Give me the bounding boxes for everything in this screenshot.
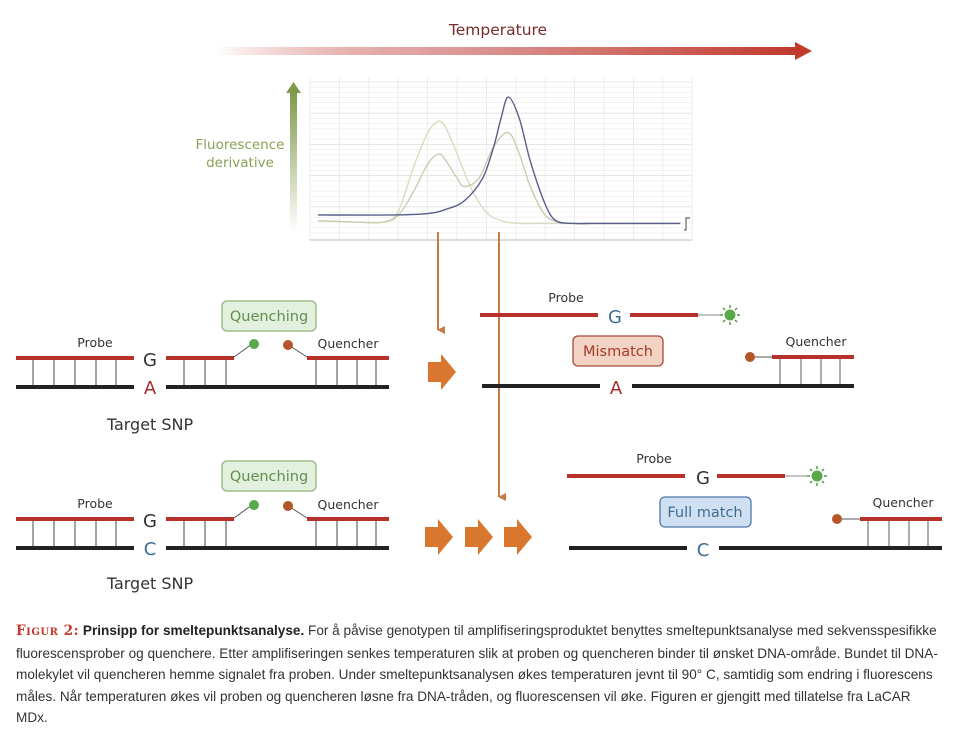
- mismatch-badge: [572, 335, 664, 367]
- quencher-strand: [772, 355, 854, 359]
- chart-end-step: [684, 217, 690, 231]
- quencher-strand: [307, 517, 389, 521]
- bottom-panel-melted: Probe G Full match Quencher C: [567, 451, 942, 561]
- probe-base: G: [143, 511, 157, 532]
- temperature-arrow: Temperature: [215, 21, 812, 60]
- target-strand-right: [166, 546, 389, 550]
- figure-caption: Figur 2: Prinsipp for smeltepunktsanalys…: [16, 620, 946, 729]
- quenching-label: Quenching: [230, 309, 308, 325]
- quencher-dot: [283, 340, 293, 350]
- base-pair-rungs: [32, 521, 377, 546]
- probe-label: Probe: [77, 335, 113, 350]
- transition-arrow-2: [465, 519, 493, 555]
- quencher-linker: [289, 345, 308, 358]
- quencher-dot: [832, 514, 842, 524]
- quencher-label: Quencher: [318, 336, 380, 351]
- target-base: C: [697, 540, 710, 561]
- quenching-label: Quenching: [230, 469, 308, 485]
- base-pair-rungs: [779, 359, 841, 385]
- fluorophore-dot: [249, 339, 259, 349]
- full-match-badge: [659, 496, 752, 528]
- y-axis-label-line1: Fluorescence: [196, 137, 285, 153]
- target-strand-right: [166, 385, 389, 389]
- probe-strand-left: [567, 474, 685, 478]
- target-strand-left: [16, 385, 134, 389]
- y-axis-indicator: Fluorescence derivative: [196, 82, 301, 232]
- transition-arrow-top: [428, 354, 456, 390]
- base-pair-rungs: [867, 521, 929, 546]
- probe-label: Probe: [548, 290, 584, 305]
- mismatch-label: Mismatch: [583, 344, 653, 360]
- temperature-arrow-head: [795, 42, 812, 60]
- top-panel-melted: Probe G Mismatch Quencher A: [480, 290, 854, 399]
- quencher-label: Quencher: [318, 497, 380, 512]
- probe-base: G: [608, 307, 622, 328]
- transition-arrow-1: [425, 519, 453, 555]
- target-strand-left: [482, 384, 600, 388]
- probe-strand-right: [630, 313, 698, 317]
- probe-label: Probe: [636, 451, 672, 466]
- probe-strand-left: [480, 313, 598, 317]
- y-axis-arrow-head: [286, 82, 301, 93]
- target-strand-left: [16, 546, 134, 550]
- melting-curve-diagram: Temperature Fluorescence derivative Quen…: [16, 21, 942, 593]
- target-snp-label: Target SNP: [106, 574, 194, 593]
- figure-caption-body: For å påvise genotypen til amplifisering…: [16, 623, 938, 725]
- quencher-label: Quencher: [873, 495, 935, 510]
- target-base: A: [144, 378, 157, 399]
- transition-arrow-3: [504, 519, 532, 555]
- probe-strand-right: [166, 356, 234, 360]
- chart-series: [317, 96, 681, 225]
- quencher-dot: [283, 501, 293, 511]
- target-snp-label: Target SNP: [106, 415, 194, 434]
- target-strand-left: [569, 546, 687, 550]
- transition-arrows-bottom: [425, 519, 532, 555]
- chart-grid-horizontal: [310, 81, 692, 234]
- melt-chart: [309, 78, 693, 241]
- y-axis-arrow-shaft: [290, 92, 297, 232]
- quenching-badge: [221, 460, 317, 492]
- fluorophore-linker: [233, 504, 253, 519]
- fluorophore-glow-icon: [807, 466, 827, 486]
- base-pair-rungs: [32, 360, 377, 385]
- target-strand-right: [632, 384, 854, 388]
- figure-title: Prinsipp for smeltepunktsanalyse.: [82, 623, 305, 638]
- series-line-full-match: [317, 96, 681, 225]
- probe-base: G: [696, 468, 710, 489]
- figure-label: Figur 2:: [16, 623, 80, 639]
- quencher-strand: [307, 356, 389, 360]
- temperature-label: Temperature: [448, 21, 547, 39]
- fluorophore-dot: [249, 500, 259, 510]
- probe-base: G: [143, 350, 157, 371]
- target-base: C: [144, 539, 157, 560]
- probe-strand-right: [166, 517, 234, 521]
- fluorophore-glow-icon: [720, 305, 740, 325]
- top-panel-bound: Quenching Probe Quencher G A Target SNP: [16, 300, 389, 434]
- probe-strand-left: [16, 517, 134, 521]
- probe-label: Probe: [77, 496, 113, 511]
- temperature-arrow-shaft: [215, 47, 795, 55]
- y-axis-label-line2: derivative: [206, 155, 274, 171]
- bottom-panel-bound: Quenching Probe Quencher G C Target SNP: [16, 460, 389, 593]
- full-match-label: Full match: [667, 505, 742, 521]
- quencher-linker: [289, 506, 308, 519]
- quenching-badge: [221, 300, 317, 332]
- quencher-label: Quencher: [786, 334, 848, 349]
- quencher-dot: [745, 352, 755, 362]
- probe-strand-right: [717, 474, 785, 478]
- chart-plot-area: [310, 78, 692, 240]
- fluorophore-linker: [233, 343, 253, 358]
- target-base: A: [610, 378, 623, 399]
- probe-strand-left: [16, 356, 134, 360]
- target-strand-right: [719, 546, 942, 550]
- quencher-strand: [860, 517, 942, 521]
